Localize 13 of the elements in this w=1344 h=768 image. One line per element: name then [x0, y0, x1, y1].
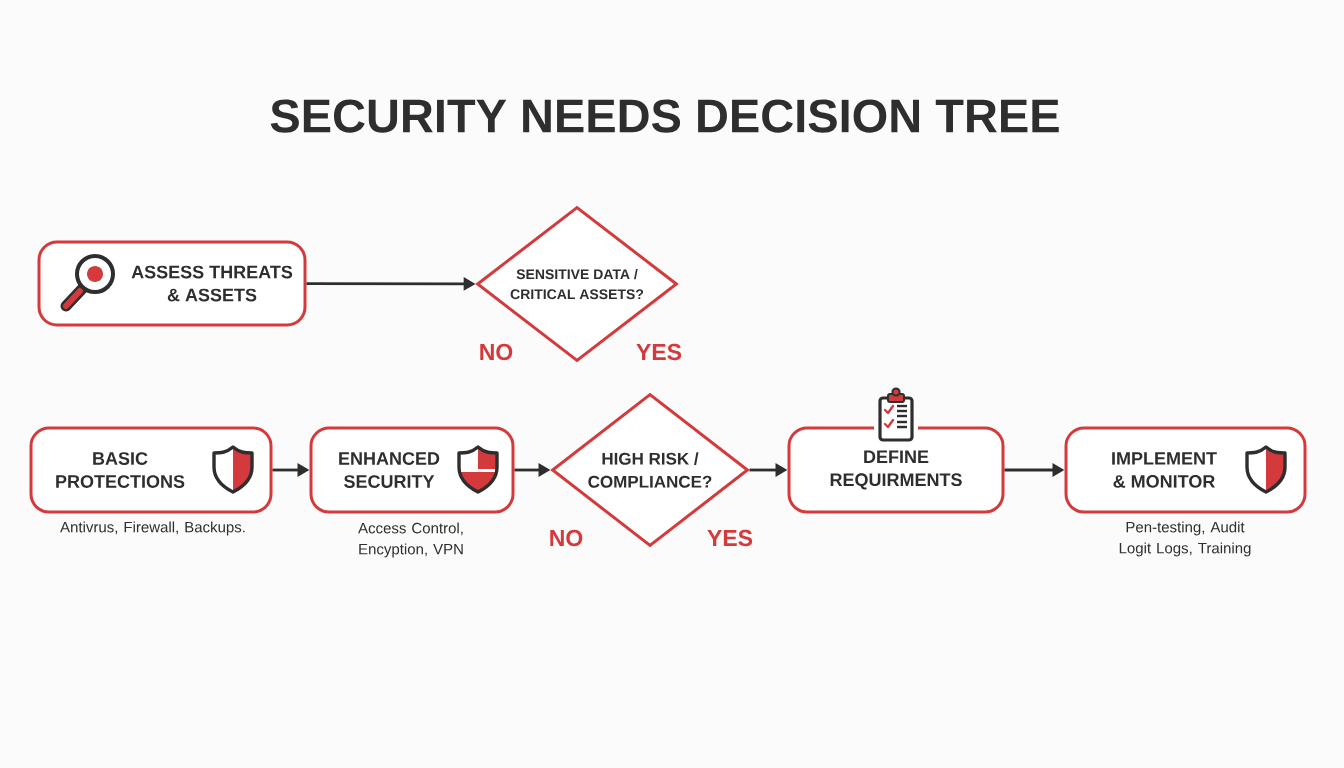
branch-label: YES [707, 529, 753, 547]
process-box: DEFINE REQUIRMENTS [787, 426, 1005, 514]
title: SECURITY NEEDS DECISION TREE [270, 99, 1059, 133]
node-caption: Antivrus, Firewall, Backups. [60, 521, 245, 536]
branch-label: NO [550, 529, 583, 547]
process-box: BASIC PROTECTIONS [29, 426, 273, 514]
process-box: IMPLEMENT & MONITOR [1064, 426, 1307, 514]
branch-label: YES [636, 343, 682, 361]
node-caption: Pen-testing, Audit Logit Logs, Training [1119, 521, 1251, 557]
branch-label: NO [480, 343, 513, 361]
process-box: ENHANCED SECURITY [309, 426, 515, 514]
process-box: ASSESS THREATS & ASSETS [37, 240, 307, 327]
node-caption: Access Control, Encyption, VPN [358, 522, 463, 558]
